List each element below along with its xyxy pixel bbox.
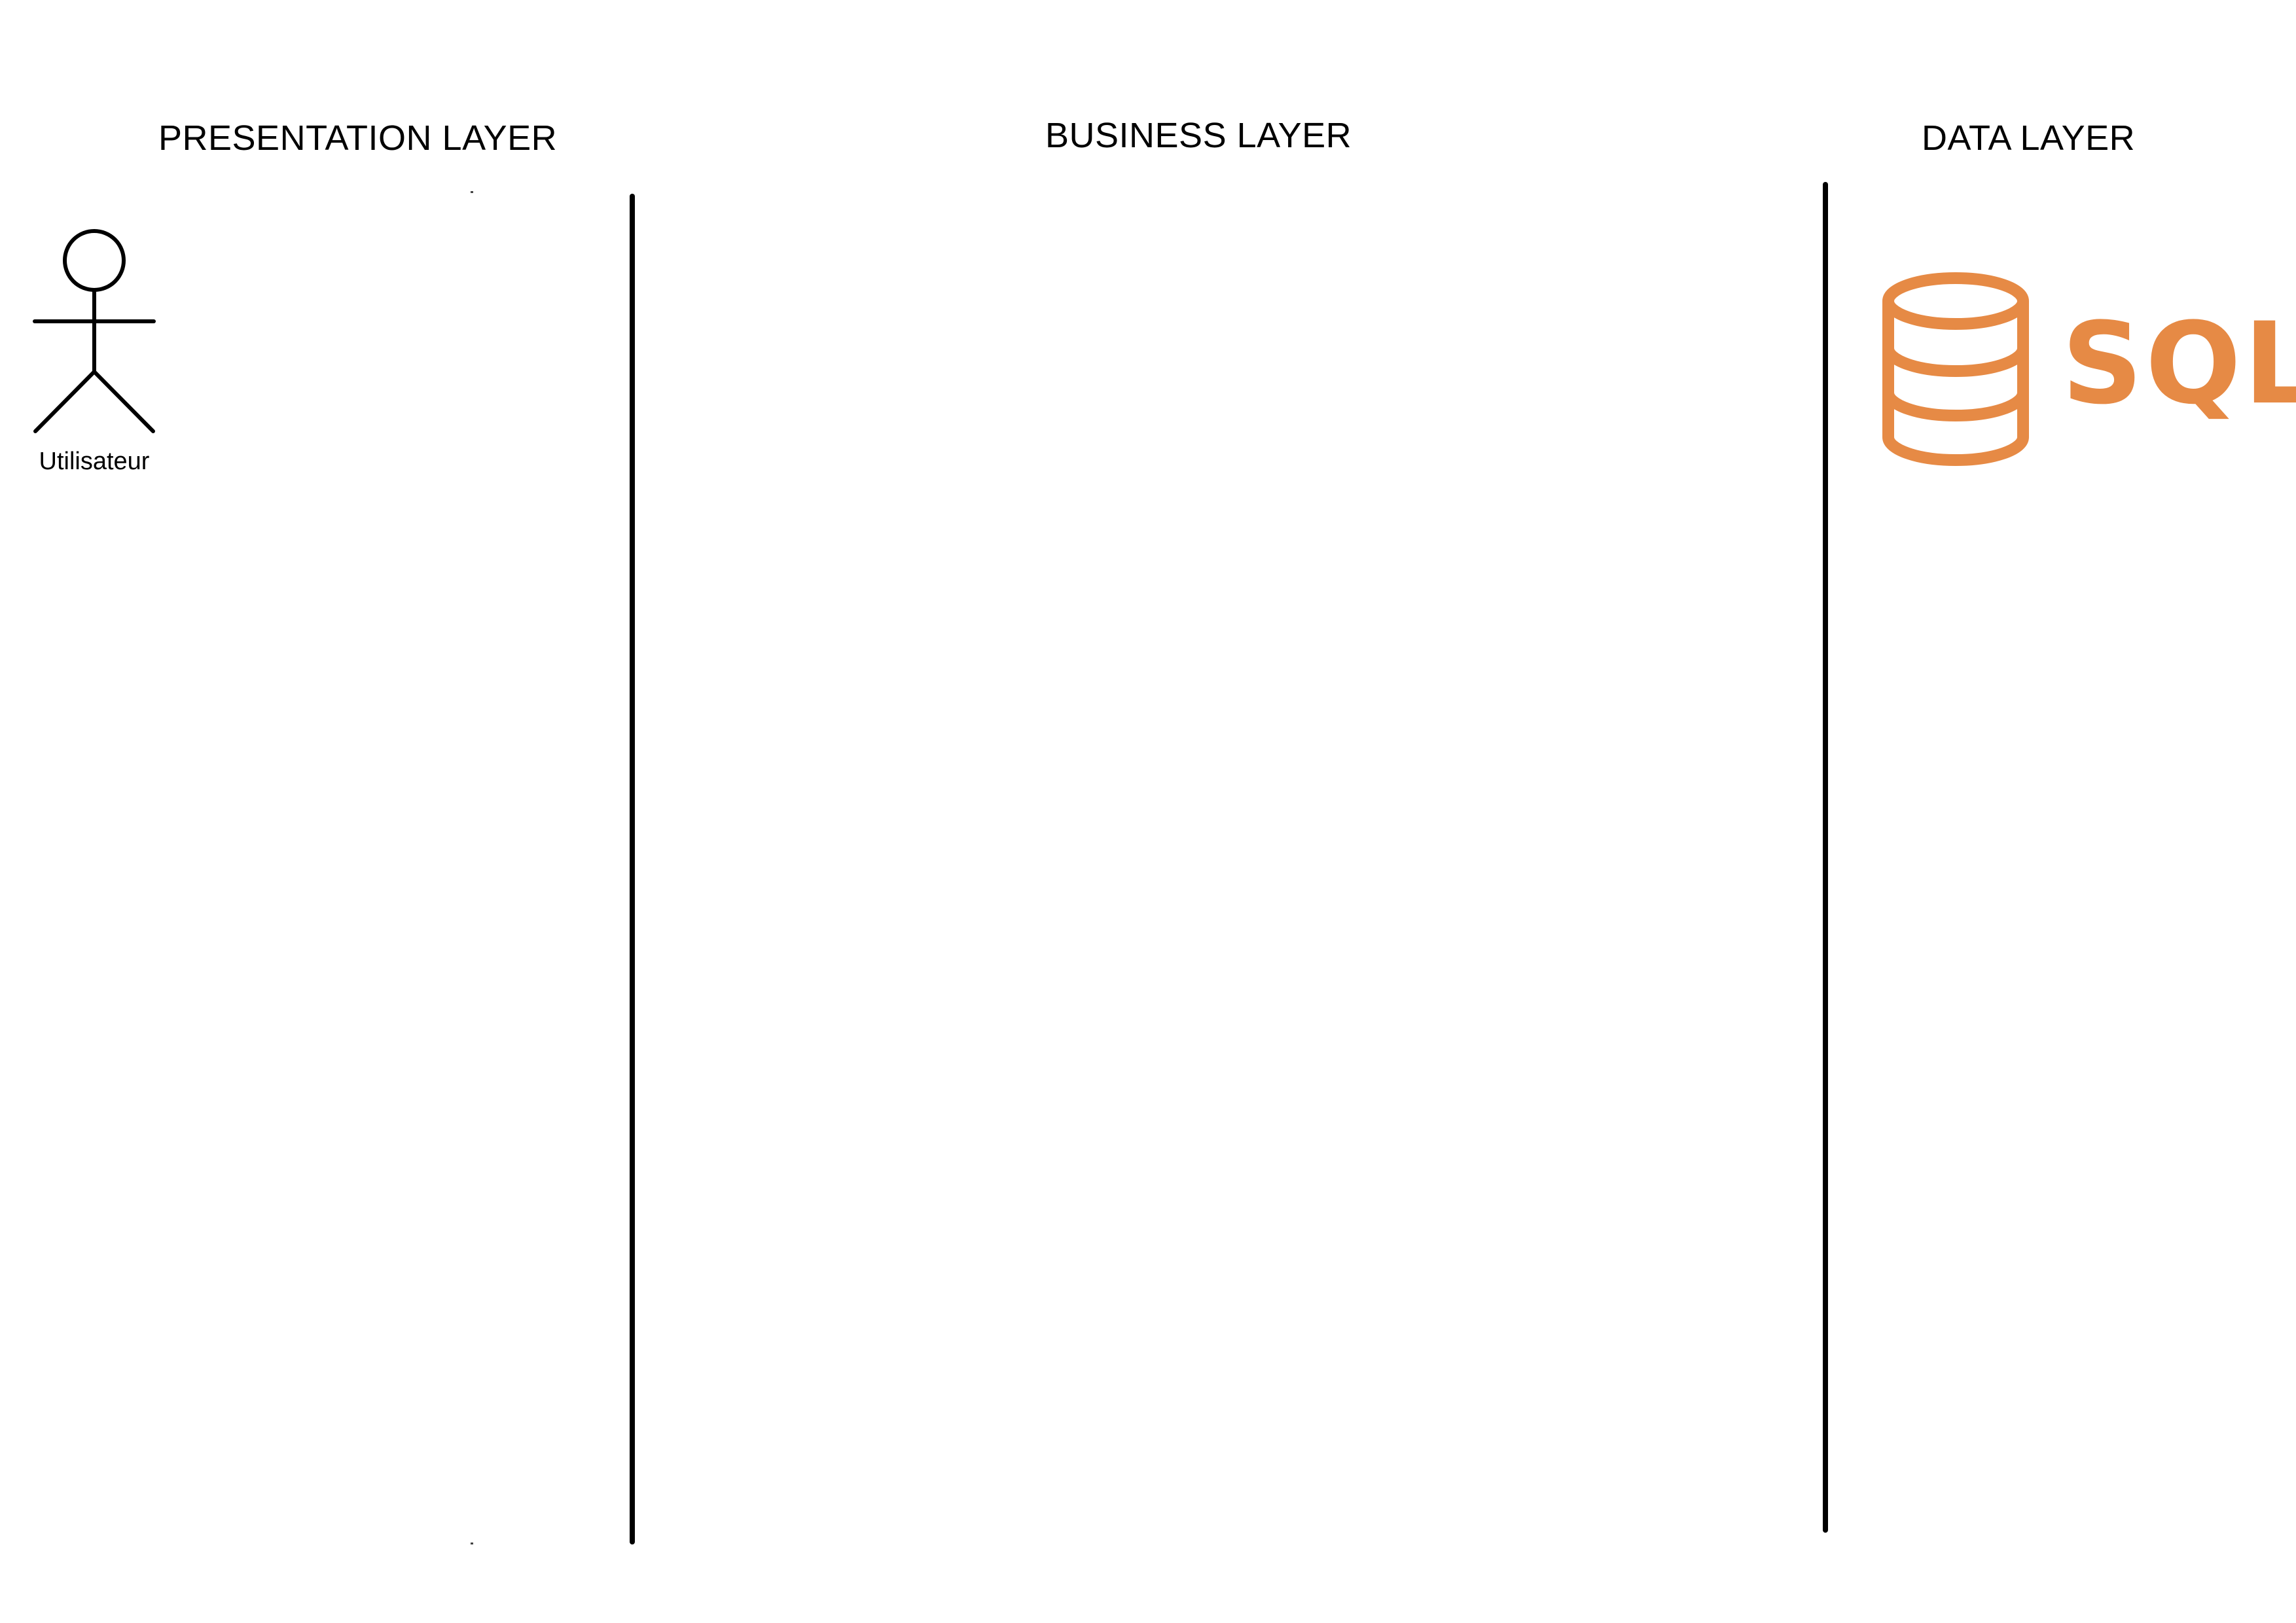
sql-logo-text: SQL xyxy=(2062,298,2296,429)
presentation-layer-title: PRESENTATION LAYER xyxy=(158,118,558,158)
presentation-business-divider xyxy=(630,194,635,1544)
actor-left-leg xyxy=(33,370,96,433)
business-layer-title: BUSINESS LAYER xyxy=(1045,116,1352,155)
actor-label: Utilisateur xyxy=(39,448,150,475)
tick-mark xyxy=(471,191,473,193)
actor-head xyxy=(63,229,126,292)
tick-mark xyxy=(471,1543,473,1544)
stick-figure-icon xyxy=(33,229,156,433)
business-data-divider xyxy=(1823,182,1828,1533)
data-layer-title: DATA LAYER xyxy=(1922,118,2136,158)
database-stack-icon xyxy=(1882,272,2029,466)
actor-right-leg xyxy=(92,370,155,433)
